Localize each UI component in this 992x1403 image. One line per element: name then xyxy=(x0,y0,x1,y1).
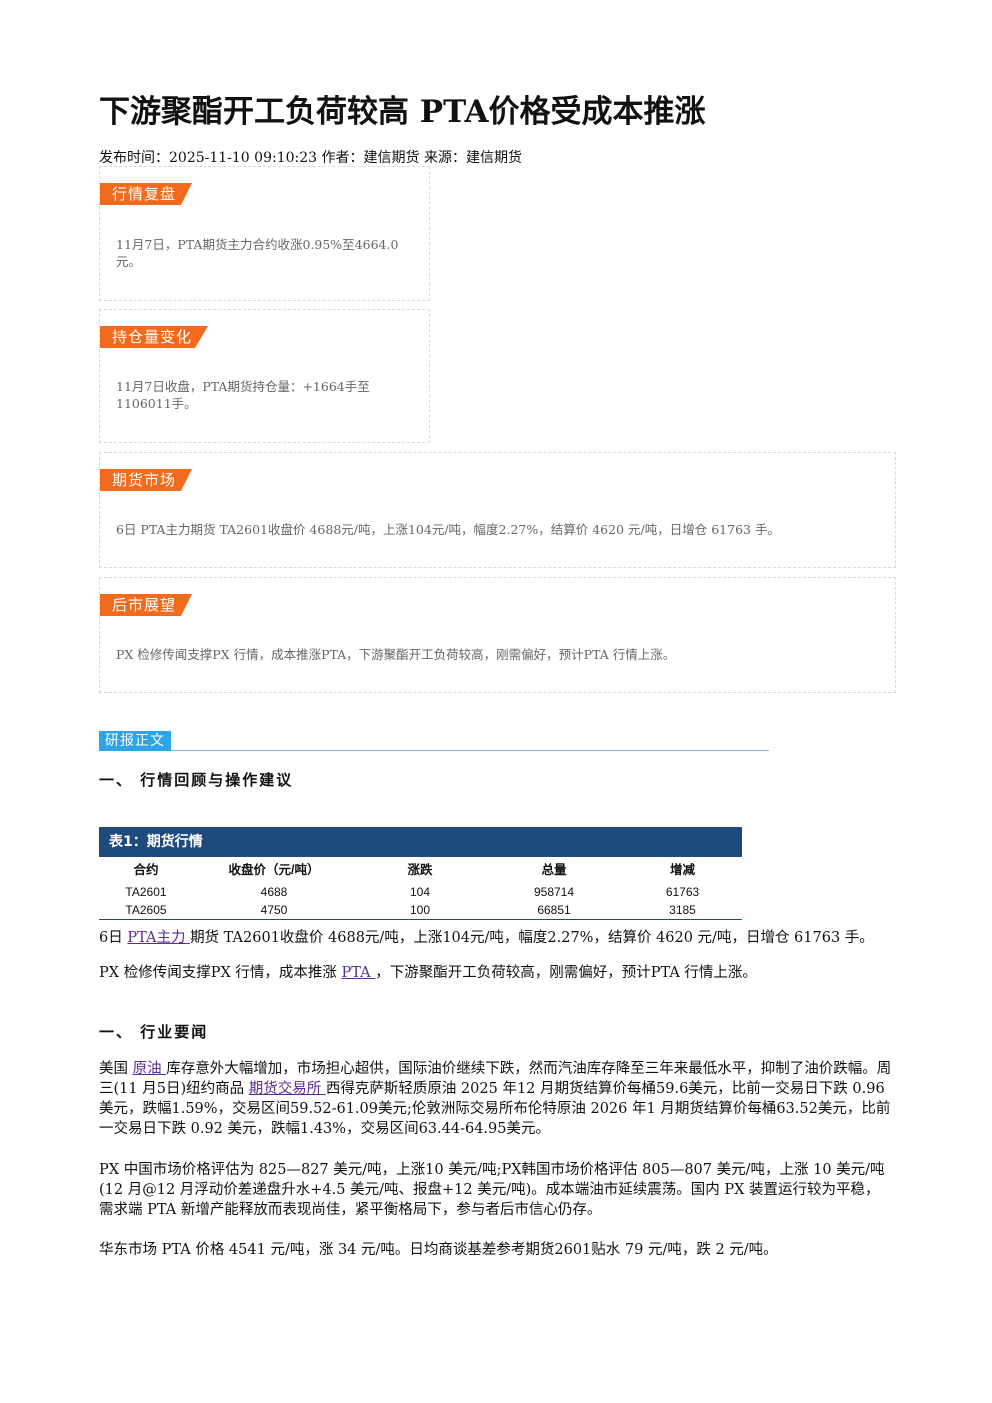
table-header-cell: 收盘价（元/吨） xyxy=(228,863,320,877)
table-row: TA2601 4688 104 958714 61763 xyxy=(99,883,742,901)
text: ，下游聚酯开工负荷较高，刚需偏好，预计PTA 行情上涨。 xyxy=(375,965,757,981)
paragraph-outlook: PX 检修传闻支撑PX 行情，成本推涨 PTA ，下游聚酯开工负荷较高，刚需偏好… xyxy=(99,963,894,983)
card-tag: 后市展望 xyxy=(100,594,193,616)
table-cell: 4750 xyxy=(260,903,288,917)
text: 库存意外大幅增加，市场担心超供，国际油价继续下跌，然而汽油库存降至三年来最低水平… xyxy=(99,1061,892,1097)
futures-table: 表1：期货行情 合约 收盘价（元/吨） 涨跌 总量 增减 TA2601 4688… xyxy=(99,827,742,920)
paragraph-east-china: 华东市场 PTA 价格 4541 元/吨，涨 34 元/吨。日均商谈基差参考期货… xyxy=(99,1242,778,1258)
table-header-cell: 合约 xyxy=(133,863,159,877)
section-tag: 研报正文 xyxy=(99,731,171,751)
card-open-interest: 持仓量变化 11月7日收盘，PTA期货持仓量：+1664手至1106011手。 xyxy=(99,309,430,443)
link-futures-exchange[interactable]: 期货交易所 xyxy=(248,1081,326,1097)
card-futures-market: 期货市场 6日 PTA主力期货 TA2601收盘价 4688元/吨，上涨104元… xyxy=(99,452,896,568)
card-text: 6日 PTA主力期货 TA2601收盘价 4688元/吨，上涨104元/吨，幅度… xyxy=(116,522,780,537)
table-cell: 3185 xyxy=(669,903,696,917)
heading-industry-news: 一、 行业要闻 xyxy=(99,1023,209,1041)
table-cell: 4688 xyxy=(260,885,288,899)
card-tag: 行情复盘 xyxy=(100,183,193,205)
card-text: 11月7日收盘，PTA期货持仓量：+1664手至1106011手。 xyxy=(116,379,370,411)
table-cell: TA2601 xyxy=(125,885,167,899)
paragraph-crude-oil: 美国 原油 库存意外大幅增加，市场担心超供，国际油价继续下跌，然而汽油库存降至三… xyxy=(99,1059,894,1139)
table-header-row: 合约 收盘价（元/吨） 涨跌 总量 增减 xyxy=(99,857,742,883)
report-section-bar: 研报正文 xyxy=(99,731,769,751)
card-text: PX 检修传闻支撑PX 行情，成本推涨PTA，下游聚酯开工负荷较高，刚需偏好，预… xyxy=(116,647,676,662)
article-meta: 发布时间：2025-11-10 09:10:23 作者：建信期货 来源：建信期货 xyxy=(99,150,522,166)
heading-market-review: 一、 行情回顾与操作建议 xyxy=(99,771,294,789)
section-divider xyxy=(99,750,769,751)
link-pta[interactable]: PTA xyxy=(341,965,376,981)
card-tag: 持仓量变化 xyxy=(100,326,209,348)
article-title: 下游聚酯开工负荷较高 PTA价格受成本推涨 xyxy=(99,94,706,130)
paragraph-futures: 6日 PTA主力 期货 TA2601收盘价 4688元/吨，上涨104元/吨，幅… xyxy=(99,928,894,948)
table-cell: 100 xyxy=(409,903,431,917)
text: 美国 xyxy=(99,1061,133,1077)
table-cell: TA2605 xyxy=(125,903,167,917)
table-bottom-rule xyxy=(99,919,742,920)
table-title: 表1：期货行情 xyxy=(99,827,742,857)
text: 6日 xyxy=(99,930,128,946)
table-header-cell: 涨跌 xyxy=(407,863,433,877)
link-crude-oil[interactable]: 原油 xyxy=(132,1061,167,1077)
card-market-review: 行情复盘 11月7日，PTA期货主力合约收涨0.95%至4664.0元。 xyxy=(99,166,430,301)
table-cell: 104 xyxy=(409,885,431,899)
text: 西得克萨斯轻质原油 2025 年12 月期货结算价每桶59.6美元，比前一交易日… xyxy=(99,1081,891,1137)
table-header-cell: 总量 xyxy=(541,863,567,877)
text: PX 检修传闻支撑PX 行情，成本推涨 xyxy=(99,965,342,981)
card-tag: 期货市场 xyxy=(100,469,193,491)
text: 期货 TA2601收盘价 4688元/吨，上涨104元/吨，幅度2.27%，结算… xyxy=(190,930,874,946)
table-cell: 66851 xyxy=(537,903,571,917)
paragraph-px-market: PX 中国市场价格评估为 825—827 美元/吨，上涨10 美元/吨;PX韩国… xyxy=(99,1162,885,1218)
table-header-cell: 增减 xyxy=(669,863,695,877)
table-cell: 958714 xyxy=(533,885,575,899)
table-row: TA2605 4750 100 66851 3185 xyxy=(99,901,742,919)
table-cell: 61763 xyxy=(665,885,700,899)
link-pta-main[interactable]: PTA主力 xyxy=(127,930,191,946)
card-outlook: 后市展望 PX 检修传闻支撑PX 行情，成本推涨PTA，下游聚酯开工负荷较高，刚… xyxy=(99,577,896,693)
card-text: 11月7日，PTA期货主力合约收涨0.95%至4664.0元。 xyxy=(116,237,399,269)
